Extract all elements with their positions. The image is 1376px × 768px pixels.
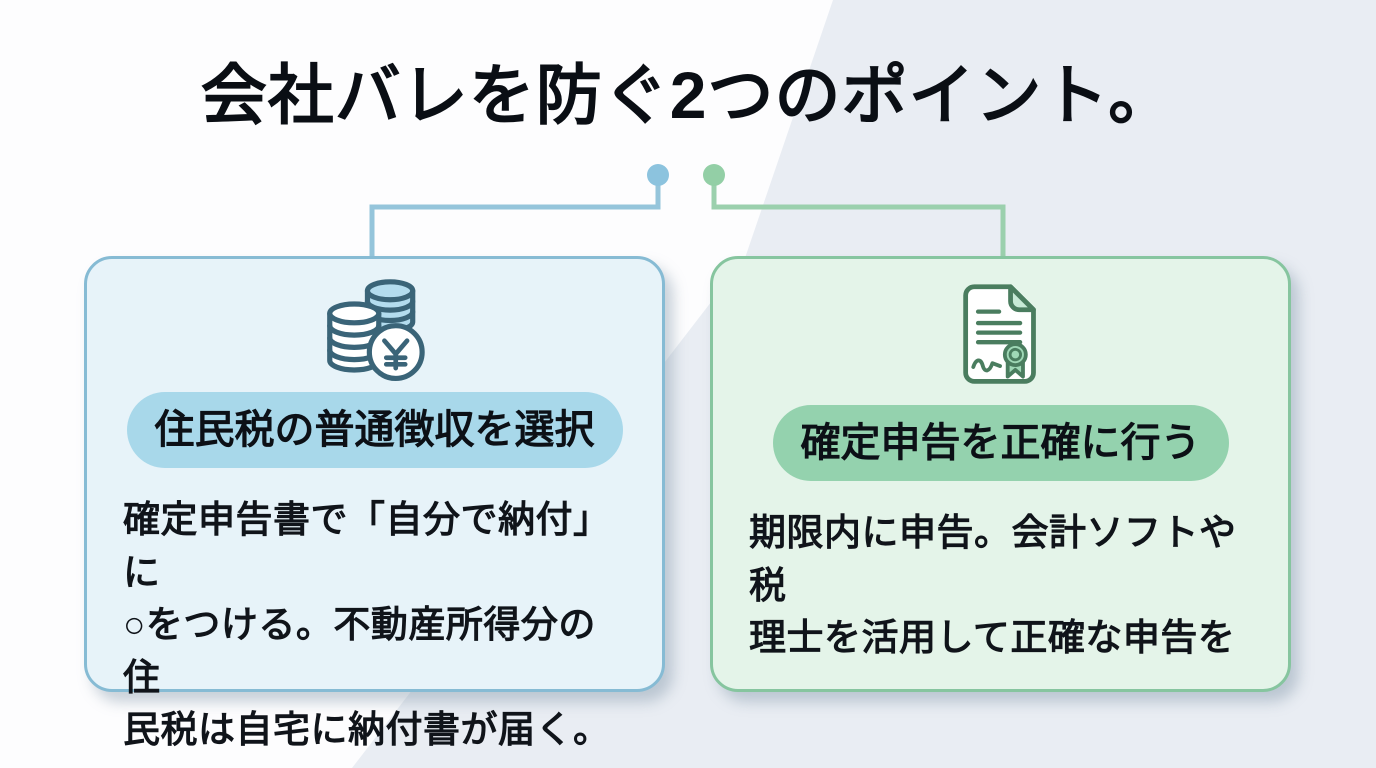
connector-right-dot	[703, 164, 725, 186]
yen-coins-icon-svg	[326, 279, 425, 382]
point-heading-text: 住民税の普通徴収を選択	[154, 408, 595, 452]
point-heading-pill-blue: 住民税の普通徴収を選択	[126, 392, 623, 468]
connector-left-line	[369, 182, 661, 258]
point-description: 期限内に申告。会計ソフトや税 理士を活用して正確な申告を	[749, 512, 1237, 659]
page-title: 会社バレを防ぐ2つのポイント。	[200, 58, 1176, 132]
certificate-icon-svg	[962, 283, 1036, 384]
connector-right-line	[711, 182, 1006, 258]
point-heading-pill-green: 確定申告を正確に行う	[772, 405, 1229, 481]
point-heading-text: 確定申告を正確に行う	[800, 421, 1201, 465]
connector-left-dot	[647, 164, 669, 186]
yen-coins-icon	[322, 271, 428, 386]
point-card-resident-tax: 住民税の普通徴収を選択 確定申告書で「自分で納付」に ○をつける。不動産所得分の…	[84, 256, 665, 750]
point-card-tax-return: 確定申告を正確に行う 期限内に申告。会計ソフトや税 理士を活用して正確な申告を	[710, 256, 1291, 692]
point-description: 確定申告書で「自分で納付」に ○をつける。不動産所得分の住 民税は自宅に納付書が…	[123, 499, 611, 751]
certificate-icon	[957, 271, 1045, 399]
